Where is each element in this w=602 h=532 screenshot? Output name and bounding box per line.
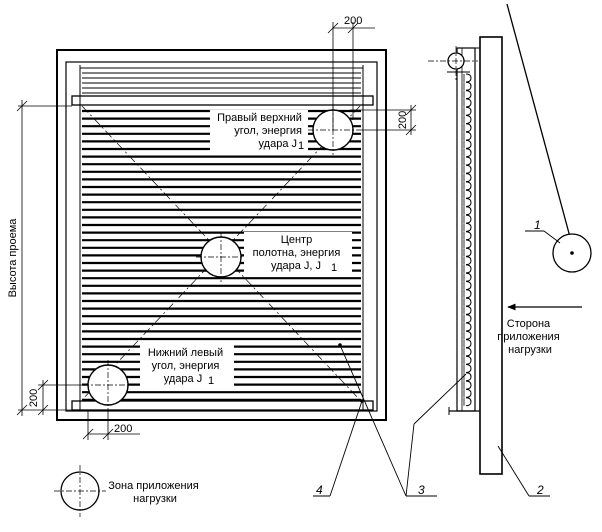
side-slat	[465, 231, 472, 241]
label-center: Центр полотна, энергия удара J, J	[253, 234, 344, 272]
leader-lines	[313, 230, 561, 497]
side-slat	[465, 181, 472, 191]
inner-frame	[65, 61, 378, 412]
side-slat	[465, 173, 472, 183]
pendulum-center	[570, 251, 574, 255]
top-bar	[71, 95, 374, 106]
pendulum	[506, 3, 592, 273]
legend-label: Зона приложения нагрузки	[108, 480, 201, 505]
side-slat	[465, 214, 472, 224]
load-side-label: Сторона приложения нагрузки	[497, 318, 562, 356]
side-slat	[465, 81, 472, 91]
dim-right-200: 200	[397, 111, 409, 129]
callout-3: 3	[418, 483, 425, 497]
side-slat	[465, 380, 472, 390]
side-slat	[465, 123, 472, 133]
side-slat	[465, 355, 472, 365]
side-slat	[465, 289, 472, 299]
side-slat	[465, 139, 472, 149]
side-slat	[465, 247, 472, 257]
side-slat	[465, 90, 472, 100]
side-slat	[465, 272, 472, 282]
side-view	[428, 36, 503, 475]
label-bottom-left-sub: 1	[208, 375, 214, 387]
dimensions	[16, 22, 417, 440]
side-slat	[465, 198, 472, 207]
callout-4: 4	[316, 483, 323, 497]
side-slat	[465, 264, 472, 274]
label-top-right: Правый верхний угол, энергия удара J	[217, 112, 305, 150]
side-slat	[465, 206, 472, 216]
side-slat	[465, 388, 472, 398]
side-slat	[465, 156, 472, 166]
side-slat	[465, 305, 472, 315]
top-box-slats	[82, 72, 361, 94]
side-slat	[465, 106, 472, 116]
legend: Зона приложения нагрузки	[54, 465, 201, 517]
side-slat	[465, 297, 472, 307]
pendulum-string	[506, 3, 571, 238]
front-view: Правый верхний угол, энергия удара J 1 Ц…	[56, 49, 387, 421]
side-slat	[465, 347, 472, 357]
callout-2: 2	[536, 483, 544, 497]
side-slat	[465, 281, 472, 290]
callout-1: 1	[534, 218, 541, 232]
side-slat	[465, 98, 472, 108]
side-slat	[465, 339, 472, 349]
top-box	[79, 67, 364, 97]
side-slat	[465, 73, 472, 83]
side-slat	[465, 164, 472, 174]
side-slat	[465, 322, 472, 332]
side-wall	[479, 36, 503, 475]
opening-height-label: Высота проема	[7, 218, 19, 298]
label-bottom-left: Нижний левый угол, энергия удара J	[148, 347, 226, 385]
label-center-sub: 1	[331, 262, 337, 274]
bottom-bar	[71, 400, 374, 411]
side-slat	[465, 364, 472, 373]
side-slat	[465, 131, 472, 141]
side-slat	[465, 314, 472, 324]
side-slat	[465, 397, 472, 407]
side-slat	[465, 222, 472, 232]
side-slat	[465, 372, 472, 382]
outer-frame	[56, 49, 387, 421]
side-slat	[465, 115, 472, 124]
dim-bottom-200: 200	[114, 423, 132, 435]
label-top-right-sub: 1	[298, 140, 304, 152]
side-slat	[465, 148, 472, 158]
side-slat	[465, 330, 472, 340]
dim-top-200: 200	[344, 15, 362, 27]
side-slats	[463, 73, 472, 407]
dim-left-200: 200	[28, 389, 40, 407]
side-slat	[465, 189, 472, 199]
side-slat	[465, 239, 472, 249]
side-slat	[465, 256, 472, 266]
